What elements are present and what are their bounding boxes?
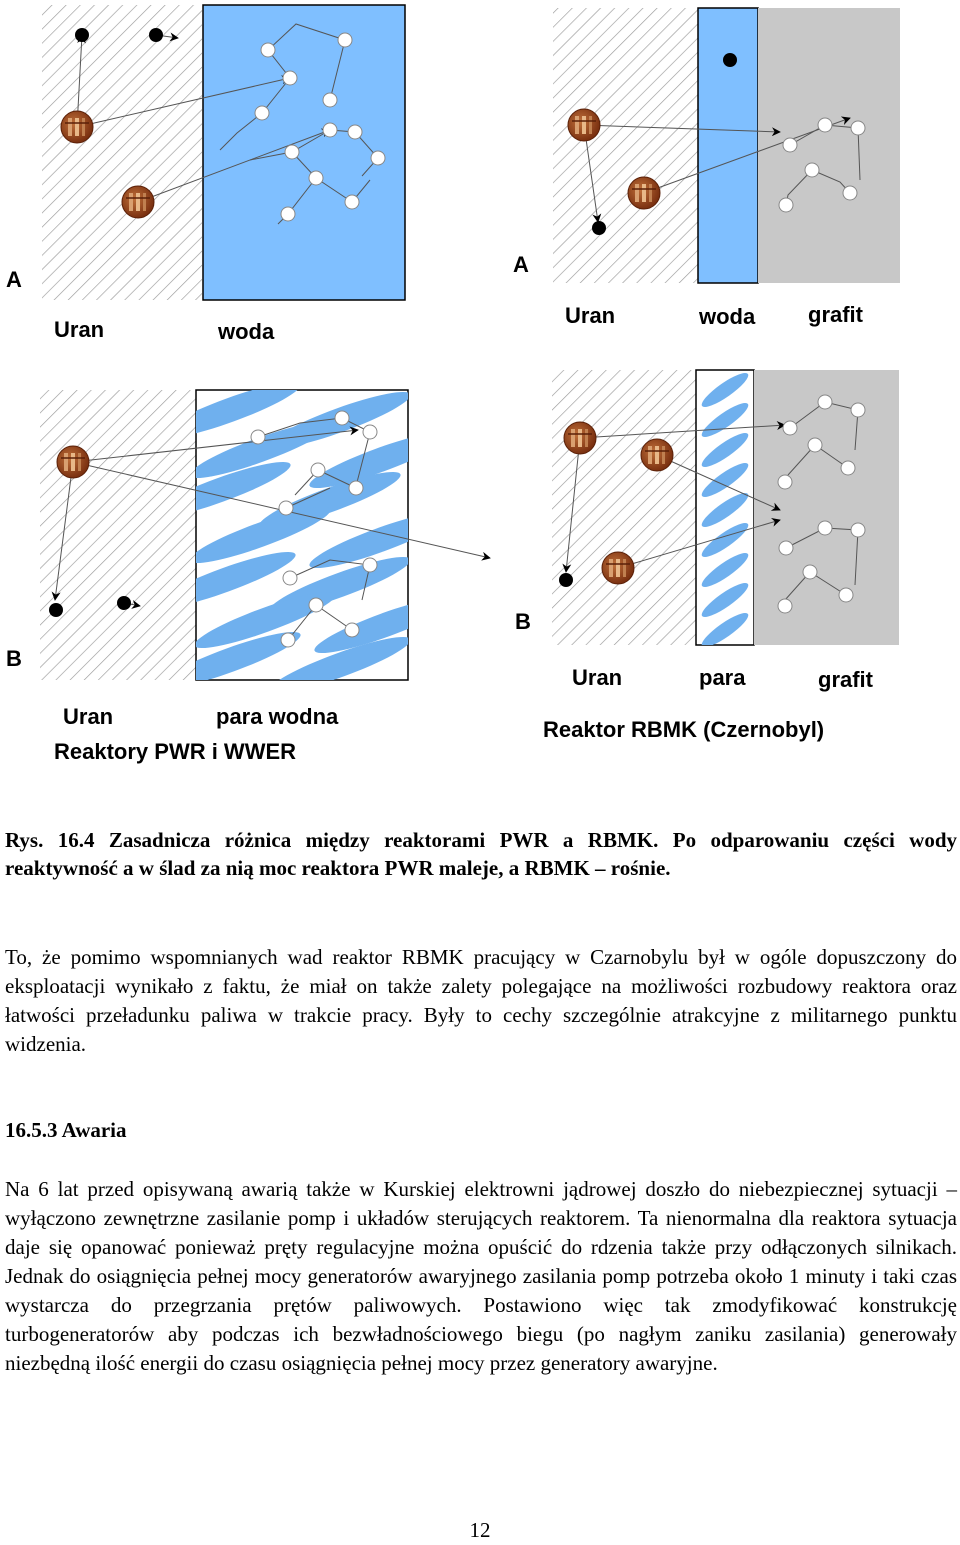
panel-label-steam: para: [699, 665, 746, 690]
panel-label-uranium: Uran: [63, 704, 114, 729]
panel-label-graphite: grafit: [818, 667, 873, 692]
panel-label-water: woda: [218, 319, 275, 344]
panel-b-rbmk: [552, 369, 899, 646]
figure-drawing: [40, 4, 900, 681]
panel-label-water: woda: [699, 304, 756, 329]
panel-b-pwr: [40, 389, 491, 681]
section-heading: 16.5.3 Awaria: [5, 1118, 127, 1142]
panel-label-uranium: Uran: [572, 665, 623, 690]
panel-label-uranium: Uran: [565, 303, 616, 328]
page-number: 12: [469, 1518, 491, 1542]
panel-a-pwr: [42, 4, 406, 301]
panel-letter: B: [6, 646, 22, 671]
reactor-comparison-figure: A Uran woda A Uran woda grafit B Uran pa…: [6, 4, 900, 764]
paragraph: Na 6 lat przed opisywaną awarią także w …: [5, 1177, 957, 1375]
panel-label-graphite: grafit: [808, 302, 863, 327]
panel-letter: A: [513, 252, 529, 277]
figure-caption: Rys. 16.4 Zasadnicza różnica między reak…: [5, 828, 957, 880]
panel-letter: A: [6, 267, 22, 292]
panel-title-rbmk: Reaktor RBMK (Czernobyl): [543, 717, 825, 742]
paragraph: To, że pomimo wspomnianych wad reaktor R…: [5, 945, 957, 1056]
panel-a-rbmk: [553, 7, 900, 284]
panel-label-uranium: Uran: [54, 317, 105, 342]
panel-title-pwr: Reaktory PWR i WWER: [54, 739, 297, 764]
panel-label-steam: para wodna: [216, 704, 339, 729]
panel-letter: B: [515, 609, 531, 634]
